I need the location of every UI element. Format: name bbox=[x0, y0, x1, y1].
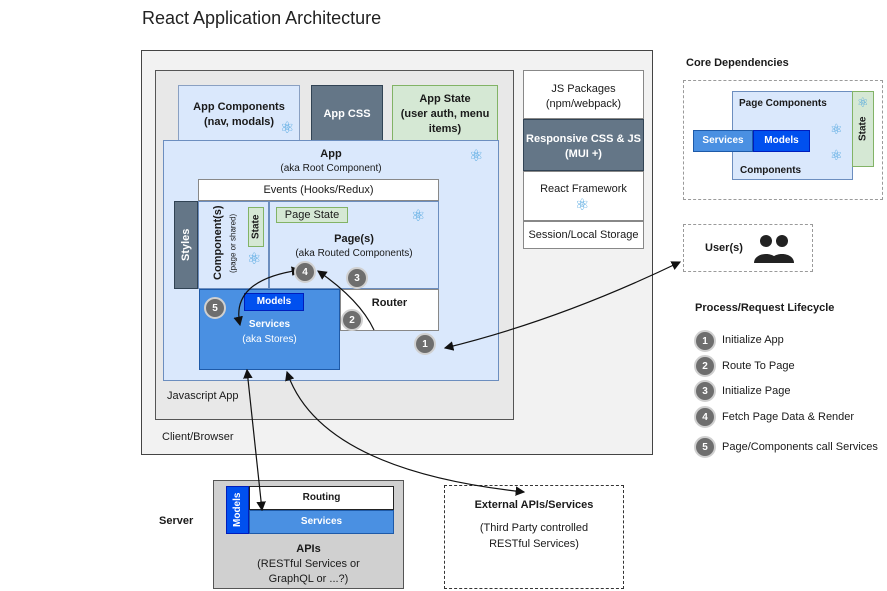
users-label: User(s) bbox=[705, 242, 743, 254]
lifecycle-step-1-label: Initialize App bbox=[722, 334, 784, 346]
app-state-line3: items) bbox=[428, 122, 462, 135]
core-deps-page-components: Page Components bbox=[739, 98, 827, 109]
server-apis-line2: (RESTful Services or bbox=[257, 557, 360, 570]
users-box bbox=[683, 224, 813, 272]
step-2-marker: 2 bbox=[341, 309, 363, 331]
lifecycle-step-1-marker: 1 bbox=[694, 330, 716, 352]
responsive-css-js-box: Responsive CSS & JS (MUI +) bbox=[523, 119, 644, 171]
react-framework-box: React Framework bbox=[523, 171, 644, 221]
lifecycle-step-4-marker: 4 bbox=[694, 406, 716, 428]
step-1-marker: 1 bbox=[414, 333, 436, 355]
server-apis-line3: GraphQL or ...?) bbox=[268, 572, 349, 585]
arrow-services-to-server bbox=[243, 368, 266, 512]
external-apis-line2: (Third Party controlled bbox=[479, 522, 589, 534]
core-deps-models-box: Models bbox=[753, 130, 810, 152]
arrow-user-to-app bbox=[443, 261, 682, 351]
js-packages-box: JS Packages (npm/webpack) bbox=[523, 70, 644, 119]
lifecycle-step-5-label: Page/Components call Services bbox=[722, 441, 878, 453]
app-root-subtitle: (aka Root Component) bbox=[280, 163, 382, 174]
events-bar: Events (Hooks/Redux) bbox=[198, 179, 439, 201]
lifecycle-step-3-marker: 3 bbox=[694, 380, 716, 402]
core-deps-services-box: Services bbox=[693, 130, 753, 152]
app-css-box: App CSS bbox=[311, 85, 383, 143]
js-packages-title: JS Packages bbox=[551, 83, 616, 95]
lifecycle-step-5-marker: 5 bbox=[694, 436, 716, 458]
external-apis-line3: RESTful Services) bbox=[489, 538, 579, 550]
diagram-title: React Application Architecture bbox=[142, 8, 382, 28]
lifecycle-step-2-label: Route To Page bbox=[722, 360, 795, 372]
client-browser-label: Client/Browser bbox=[162, 431, 234, 443]
app-state-title: App State bbox=[419, 93, 471, 105]
lifecycle-title: Process/Request Lifecycle bbox=[695, 302, 835, 314]
arrow-services-to-page bbox=[233, 266, 302, 327]
page-state-box: Page State bbox=[276, 207, 348, 223]
lifecycle-step-2-marker: 2 bbox=[694, 355, 716, 377]
js-packages-subtitle: (npm/webpack) bbox=[545, 98, 622, 111]
react-logo-icon: ⚛ bbox=[857, 95, 869, 110]
app-components-title: App Components bbox=[193, 101, 285, 113]
storage-box: Session/Local Storage bbox=[523, 221, 644, 249]
external-apis-title: External APIs/Services bbox=[474, 499, 594, 511]
server-apis-block: APIs (RESTful Services or GraphQL or ...… bbox=[213, 542, 404, 587]
react-logo-icon: ⚛ bbox=[411, 208, 426, 225]
lifecycle-step-3-label: Initialize Page bbox=[722, 385, 791, 397]
arrow-router-to-page bbox=[317, 270, 375, 331]
arrow-services-to-external bbox=[285, 370, 526, 496]
pages-subtitle: (aka Routed Components) bbox=[295, 248, 413, 259]
step-3-marker: 3 bbox=[346, 267, 368, 289]
responsive-subtitle: (MUI +) bbox=[565, 147, 602, 160]
step-4-marker: 4 bbox=[294, 261, 316, 283]
javascript-app-label: Javascript App bbox=[167, 390, 239, 402]
react-logo-icon: ⚛ bbox=[830, 121, 843, 137]
step-5-marker: 5 bbox=[204, 297, 226, 319]
external-apis-container bbox=[444, 485, 624, 589]
services-subtitle: (aka Stores) bbox=[242, 334, 297, 345]
users-icon bbox=[754, 235, 794, 263]
react-logo-icon: ⚛ bbox=[469, 148, 484, 165]
server-services-box: Services bbox=[249, 510, 394, 534]
app-state-box: App State (user auth, menu items) bbox=[392, 85, 498, 143]
react-logo-icon: ⚛ bbox=[247, 251, 262, 268]
core-deps-container bbox=[683, 80, 883, 200]
pages-title: Page(s) bbox=[334, 233, 374, 245]
server-label: Server bbox=[159, 515, 194, 527]
react-framework-label: React Framework bbox=[540, 183, 627, 195]
responsive-title: Responsive CSS & JS bbox=[526, 133, 641, 145]
server-apis-title: APIs bbox=[296, 543, 321, 555]
react-logo-icon: ⚛ bbox=[575, 197, 590, 214]
core-deps-title: Core Dependencies bbox=[686, 57, 789, 69]
app-components-subtitle: (nav, modals) bbox=[203, 115, 275, 128]
lifecycle-step-4-label: Fetch Page Data & Render bbox=[722, 411, 855, 423]
app-root-title: App bbox=[320, 148, 342, 160]
react-logo-icon: ⚛ bbox=[280, 120, 295, 137]
react-logo-icon: ⚛ bbox=[830, 147, 843, 163]
app-state-line2: (user auth, menu bbox=[400, 107, 490, 120]
core-deps-components-label: Components bbox=[740, 165, 802, 176]
